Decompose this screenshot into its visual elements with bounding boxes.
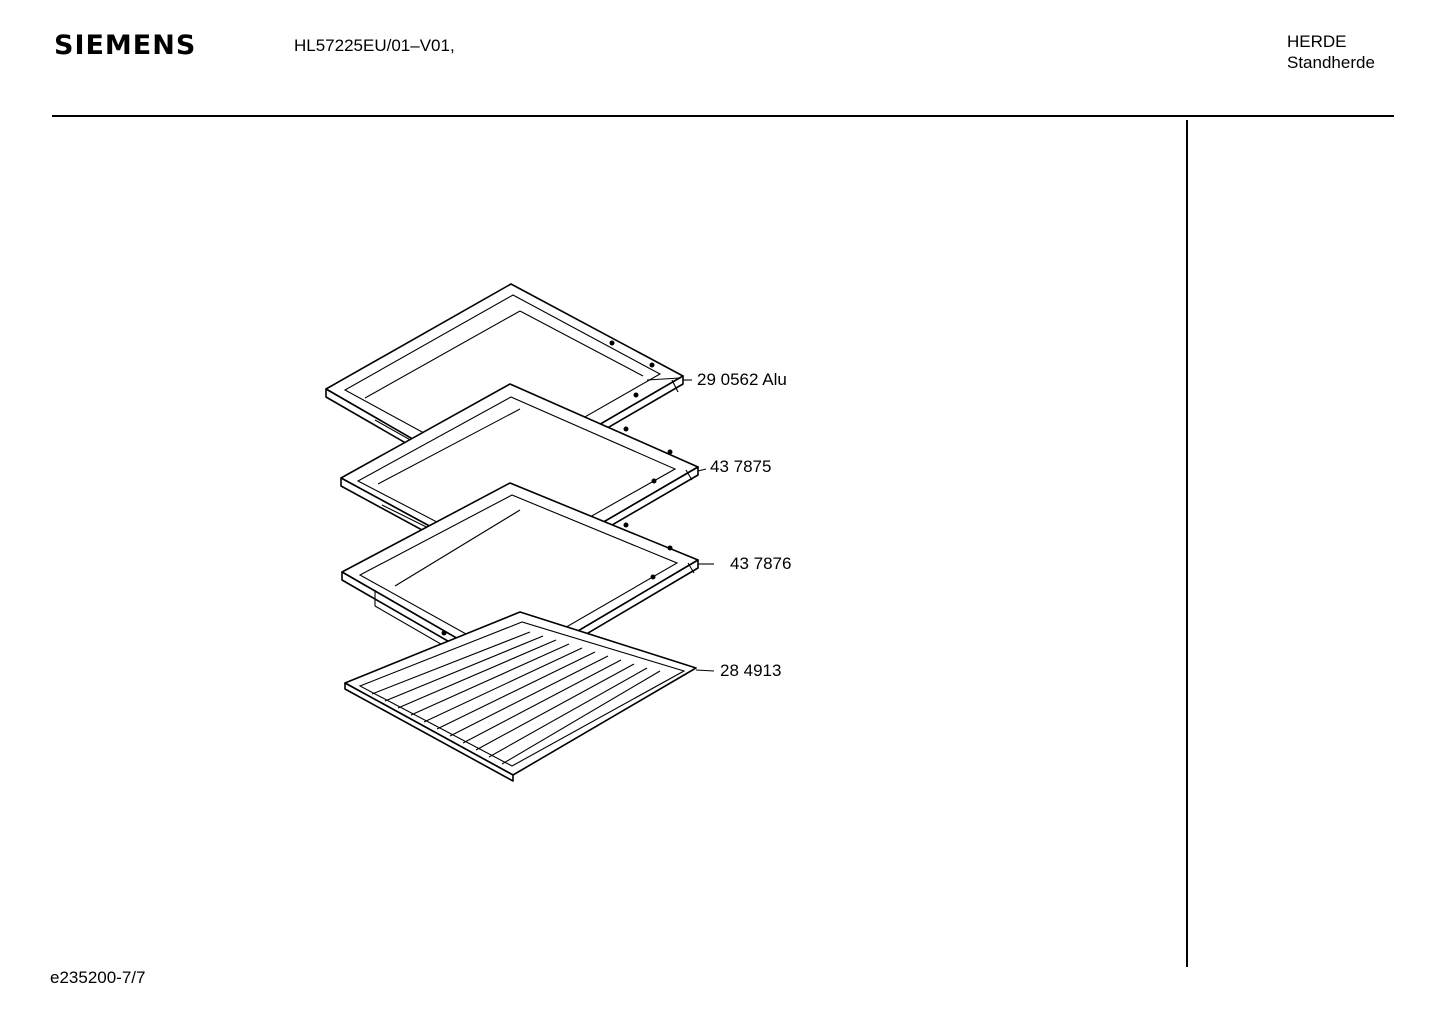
category-label: HERDE xyxy=(1287,32,1347,51)
leader-line xyxy=(695,669,715,672)
part-number-label[interactable]: 29 0562 Alu xyxy=(697,370,787,389)
side-column-divider xyxy=(1186,120,1188,967)
part-number-label[interactable]: 43 7876 xyxy=(730,554,792,573)
part-number-label[interactable]: 43 7875 xyxy=(710,457,772,476)
header-divider xyxy=(52,115,1394,117)
category-block: HERDE Standherde xyxy=(1287,31,1375,73)
page-identifier: e235200-7/7 xyxy=(50,968,146,987)
leader-line xyxy=(697,468,707,472)
part-drawing-wire-rack xyxy=(344,611,697,782)
part-number-label[interactable]: 28 4913 xyxy=(720,661,782,680)
siemens-logo: SIEMENS xyxy=(54,30,197,61)
model-number: HL57225EU/01–V01, xyxy=(294,36,455,55)
subcategory-label: Standherde xyxy=(1287,53,1375,72)
